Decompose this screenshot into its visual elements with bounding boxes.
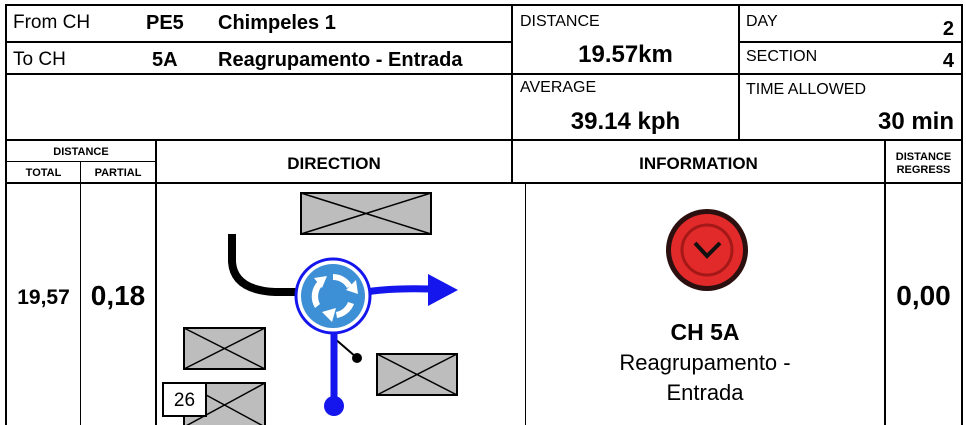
day-label: DAY — [746, 13, 778, 30]
col-regress-header-1: DISTANCE — [895, 151, 952, 163]
average-value: 39.14 kph — [570, 108, 681, 135]
section-label: SECTION — [746, 48, 818, 65]
info-line-1: Reagrupamento - — [619, 350, 791, 375]
distance-value: 19.57km — [578, 41, 673, 68]
to-ch-code: 5A — [152, 49, 178, 71]
route-line — [365, 285, 431, 296]
arrow-right-icon — [428, 274, 458, 306]
regress-distance-value: 0,00 — [896, 280, 951, 311]
day-value: 2 — [942, 18, 954, 40]
col-regress-header-2: REGRESS — [896, 164, 951, 176]
section-value: 4 — [942, 50, 954, 72]
from-ch-code: PE5 — [146, 12, 184, 34]
time-allowed-value: 30 min — [877, 108, 954, 135]
col-distance-header: DISTANCE — [53, 146, 109, 158]
average-label: AVERAGE — [520, 79, 597, 96]
info-line-2: Entrada — [666, 380, 744, 405]
partial-distance-value: 0,18 — [90, 280, 146, 311]
col-total-header: TOTAL — [25, 167, 62, 179]
total-distance-value: 19,57 — [17, 286, 70, 309]
info-title: CH 5A — [670, 319, 740, 345]
building-box — [376, 353, 458, 396]
route-start-dot — [324, 396, 344, 416]
side-road — [228, 234, 300, 296]
time-allowed-label: TIME ALLOWED — [746, 81, 867, 98]
speed-marker-box: 26 — [162, 382, 207, 417]
roundabout-icon — [294, 257, 372, 335]
to-ch-label: To CH — [13, 49, 66, 70]
to-ch-name: Reagrupamento - Entrada — [218, 49, 463, 71]
from-ch-label: From CH — [13, 12, 91, 33]
side-road-spur — [333, 337, 357, 358]
speed-marker-value: 26 — [173, 390, 196, 411]
building-box — [183, 327, 266, 370]
from-ch-name: Chimpeles 1 — [218, 12, 336, 34]
time-control-clock-icon — [666, 209, 748, 291]
col-partial-header: PARTIAL — [94, 167, 142, 179]
col-direction-header: DIRECTION — [287, 154, 381, 173]
building-box — [300, 192, 432, 235]
distance-label: DISTANCE — [520, 13, 600, 30]
col-information-header: INFORMATION — [639, 154, 758, 173]
